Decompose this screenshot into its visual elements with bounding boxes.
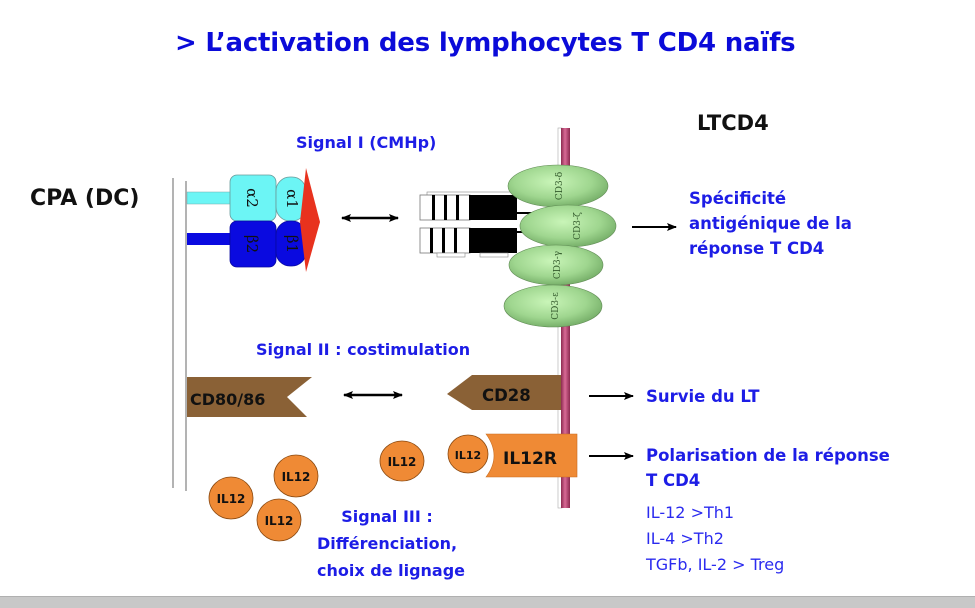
cd3-epsilon bbox=[503, 284, 603, 328]
mhc-alpha2-text: α2 bbox=[243, 188, 261, 208]
specificity-line: Spécificité bbox=[689, 189, 787, 208]
cd28: CD28 bbox=[447, 375, 561, 410]
signal-1-label: Signal I (CMHp) bbox=[296, 133, 437, 152]
cd3-delta-text: CD3-δ bbox=[555, 172, 565, 200]
specificity-outcome: Spécificité antigénique de la réponse T … bbox=[689, 186, 852, 261]
il12r: IL12R bbox=[485, 433, 578, 478]
il12-text: IL12 bbox=[282, 470, 311, 484]
cd28-text: CD28 bbox=[482, 386, 531, 405]
cd80-86-text: CD80/86 bbox=[190, 390, 265, 409]
signal-3-line: Différenciation, bbox=[317, 534, 458, 553]
mhc-beta-stalk bbox=[187, 233, 231, 245]
slide-title: > L’activation des lymphocytes T CD4 naï… bbox=[175, 28, 796, 58]
il12-text: IL12 bbox=[265, 514, 294, 528]
il12r-text: IL12R bbox=[503, 449, 557, 469]
polarization-line: Polarisation de la réponse bbox=[646, 446, 890, 465]
tcr bbox=[419, 191, 540, 258]
cd3-gamma-text: CD3-γ bbox=[553, 251, 563, 279]
il12-free: IL12 bbox=[208, 476, 254, 520]
apc-label: CPA (DC) bbox=[30, 186, 140, 211]
apc-membrane bbox=[172, 178, 187, 491]
il12-free: IL12 bbox=[379, 440, 425, 482]
signal-2-label: Signal II : costimulation bbox=[256, 340, 471, 359]
il12-text: IL12 bbox=[455, 449, 481, 462]
polarization-detail: IL-12 >Th1 bbox=[646, 503, 735, 522]
survival-outcome: Survie du LT bbox=[646, 387, 760, 406]
il12-text: IL12 bbox=[388, 455, 417, 469]
polarization-line: T CD4 bbox=[646, 471, 701, 490]
cd3-zeta bbox=[519, 204, 617, 248]
cd3-zeta-text: CD3-ζ bbox=[573, 212, 583, 240]
il12-free: IL12 bbox=[273, 454, 319, 498]
specificity-line: réponse T CD4 bbox=[689, 239, 825, 258]
signal-3-line: Signal III : bbox=[341, 507, 433, 526]
mhc-beta1-text: β1 bbox=[283, 235, 301, 253]
il12-free: IL12 bbox=[256, 498, 302, 542]
peptide-antigen bbox=[300, 168, 320, 272]
cd3-epsilon-text: CD3-ε bbox=[551, 292, 561, 320]
polarization-detail: IL-4 >Th2 bbox=[646, 529, 724, 548]
mhc-alpha-stalk bbox=[186, 191, 232, 205]
cd80-86: CD80/86 bbox=[187, 377, 312, 417]
signal-3-line: choix de lignage bbox=[317, 561, 466, 580]
il12-bound: IL12 bbox=[447, 434, 489, 474]
cd3-complex: CD3-δ CD3-ζ CD3-γ CD3-ε bbox=[503, 164, 617, 328]
polarization-detail: TGFb, IL-2 > Treg bbox=[646, 555, 785, 574]
bottom-scrollbar-track[interactable] bbox=[0, 596, 975, 608]
il12-text: IL12 bbox=[217, 492, 246, 506]
tcell-label: LTCD4 bbox=[697, 111, 769, 135]
polarization-details: IL-12 >Th1 IL-4 >Th2 TGFb, IL-2 > Treg bbox=[646, 500, 784, 578]
specificity-line: antigénique de la bbox=[689, 214, 852, 233]
polarization-outcome: Polarisation de la réponse T CD4 bbox=[646, 443, 890, 493]
mhc-beta2-text: β2 bbox=[243, 235, 261, 253]
mhc-alpha1-text: α1 bbox=[283, 189, 301, 209]
signal-3-label: Signal III : Différenciation, choix de l… bbox=[317, 503, 466, 584]
mhc-class-ii: α2 α1 β2 β1 bbox=[186, 168, 320, 272]
